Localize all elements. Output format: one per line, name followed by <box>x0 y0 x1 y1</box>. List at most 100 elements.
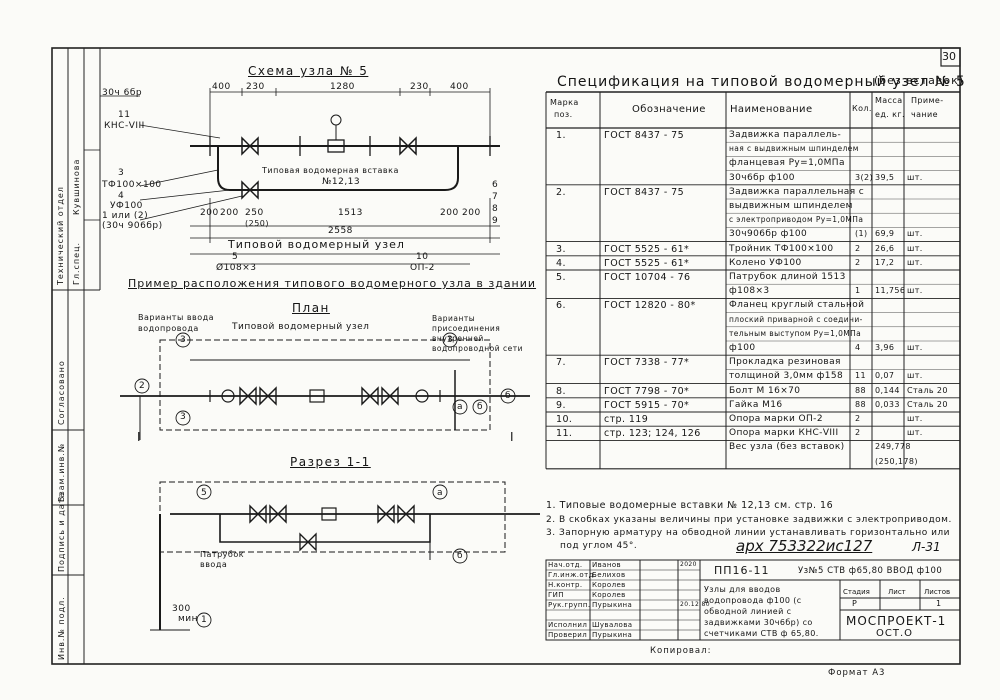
spec-row-pos: 9. <box>556 399 566 411</box>
dim-bottom-2: 200 <box>220 208 239 218</box>
spec-row-pos: 2. <box>556 186 566 198</box>
spec-row-name: с электроприводом Ру=1,0МПа <box>729 215 864 225</box>
spec-row-mass: 0,144 <box>875 385 900 395</box>
spec-row-doc: стр. 123; 124, 126 <box>604 428 701 440</box>
scheme-insert: Типовая водомерная вставка <box>262 166 399 175</box>
spec-header-qty: Кол. <box>852 104 872 113</box>
scheme-pipe5: Ø108×3 <box>216 263 257 273</box>
sheet-header: Лист <box>888 588 906 596</box>
archive-ref-2: Л-31 <box>912 540 941 554</box>
sheet-number: 30 <box>942 50 956 63</box>
scheme-support-no: 11 <box>118 110 131 120</box>
sheets-header: Листов <box>924 588 951 596</box>
title-block-name: Иванов <box>592 561 622 569</box>
title-block-role: Исполнил <box>548 621 588 629</box>
spec-row-doc: ГОСТ 7338 - 77* <box>604 357 690 369</box>
section-drawing <box>150 481 540 631</box>
stage-value: Р <box>852 599 857 608</box>
spec-row-note: шт. <box>907 414 923 423</box>
spec-header-note: Приме- <box>911 96 944 105</box>
spec-row-pos: 5. <box>556 272 566 283</box>
scheme-valve-alt-no: 1 или (2) <box>102 211 149 221</box>
title-block-name: Шувалова <box>592 621 633 629</box>
spec-row-mass: 39,5 <box>875 172 895 182</box>
spec-header-name: Наименование <box>730 104 813 115</box>
note-3: 3. Запорную арматуру на обводной линии у… <box>546 528 951 538</box>
scheme-valve-label: 30ч 6бр <box>102 88 143 98</box>
spec-row-doc: ГОСТ 12820 - 80* <box>604 300 696 312</box>
title-block-date: 20.12.80 <box>680 601 710 608</box>
spec-row-doc: ГОСТ 8437 - 75 <box>604 186 685 198</box>
spec-header-mass: Масса <box>875 96 903 105</box>
dim-bottom-6: 200 <box>440 208 459 218</box>
spec-row-name: Гайка М16 <box>729 399 783 410</box>
title-block-role: Проверил <box>548 631 588 639</box>
note-4: под углом 45°. <box>560 541 638 551</box>
spec-row-qty: 2 <box>855 257 861 267</box>
title-block-name: Королев <box>592 581 626 589</box>
spec-row-qty: 3(2) <box>855 172 874 182</box>
spec-row-pos: 1. <box>556 130 566 141</box>
spec-row-name: Вес узла (без вставок) <box>729 442 845 453</box>
dim-bottom-4: (250) <box>245 219 270 228</box>
spec-row-name: Фланец круглый стальной <box>729 300 865 311</box>
spec-row-pos: 7. <box>556 357 566 369</box>
spec-row-pos: 3. <box>556 243 566 255</box>
dim-top-4: 230 <box>410 82 429 92</box>
spec-row-qty: 11 <box>855 371 866 381</box>
title-block-role: Нач.отд. <box>548 561 583 569</box>
plan-connection-variants: Варианты присоединения внутренней водопр… <box>432 314 523 353</box>
spec-title: Спецификация на типовой водомерный узел … <box>557 74 966 90</box>
spec-row-name: 30ч6бр ф100 <box>729 172 795 183</box>
spec-row-name: Патрубок длиной 1513 <box>729 272 846 282</box>
spec-row-name: ная с выдвижным шпинделем <box>729 144 859 154</box>
sheets-value: 1 <box>936 599 942 608</box>
dim-top-3: 1280 <box>330 82 355 92</box>
dim-bottom-1: 200 <box>200 208 219 218</box>
section-dim-unit: мин <box>178 614 199 624</box>
dim-top-5: 400 <box>450 82 469 92</box>
plan-mark-5: а <box>457 402 464 412</box>
section-mark-1: 1 <box>201 615 208 625</box>
note-1: 1. Типовые водомерные вставки № 12,13 см… <box>546 500 834 511</box>
scheme-valve-alt: (30ч 906бр) <box>102 221 163 231</box>
plan-title: План <box>292 301 330 315</box>
archive-ref: арх 753322ис127 <box>736 537 873 555</box>
spec-header-pos-2: поз. <box>554 110 573 119</box>
spec-row-name: Опора марки КНС-VIII <box>729 428 839 439</box>
plan-mark-2: 2 <box>139 381 146 391</box>
spec-row-name: Тройник ТФ100×100 <box>729 243 834 254</box>
spec-row-mass-alt: (250,178) <box>875 456 918 466</box>
spec-row-name: Прокладка резиновая <box>729 357 841 368</box>
spec-row-doc: стр. 119 <box>604 414 649 425</box>
organization: МОСПРОЕКТ-1 <box>846 614 947 628</box>
spec-row-name: 30ч906бр ф100 <box>729 229 808 240</box>
spec-row-mass: 0,033 <box>875 399 900 409</box>
dim-bottom-7: 200 <box>462 208 481 218</box>
title-block-date: 2020 <box>680 561 697 568</box>
section-mark-a: а <box>437 488 444 498</box>
title-block-role: ГИП <box>548 591 564 599</box>
spec-row-note: шт. <box>907 257 923 267</box>
section-patrubok: Патрубок ввода <box>200 550 245 569</box>
spec-row-mass: 3,96 <box>875 343 895 352</box>
spec-row-doc: ГОСТ 8437 - 75 <box>604 130 685 141</box>
spec-row-qty: 4 <box>855 343 861 352</box>
drawing-code: ПП16-11 <box>714 564 770 577</box>
spec-row-doc: ГОСТ 5525 - 61* <box>604 243 690 255</box>
dim-top-1: 400 <box>212 82 231 92</box>
scheme-insert-no: №12,13 <box>322 177 361 187</box>
spec-row-note: шт. <box>907 343 923 352</box>
spec-header-doc: Обозначение <box>632 104 706 115</box>
section-title: Разрез 1-1 <box>290 455 371 469</box>
spec-row-qty: 88 <box>855 385 866 395</box>
organization-2: ОСТ.О <box>876 628 914 639</box>
title-block-name: Пурыкина <box>592 631 633 639</box>
spec-row-pos: 8. <box>556 385 566 397</box>
spec-row-note: шт. <box>907 428 923 438</box>
spec-row-doc: ГОСТ 10704 - 76 <box>604 272 691 283</box>
scheme-tee: ТФ100×100 <box>102 180 162 190</box>
spec-row-note: Сталь 20 <box>907 385 948 395</box>
spec-row-name: выдвижным шпинделем <box>729 201 853 211</box>
